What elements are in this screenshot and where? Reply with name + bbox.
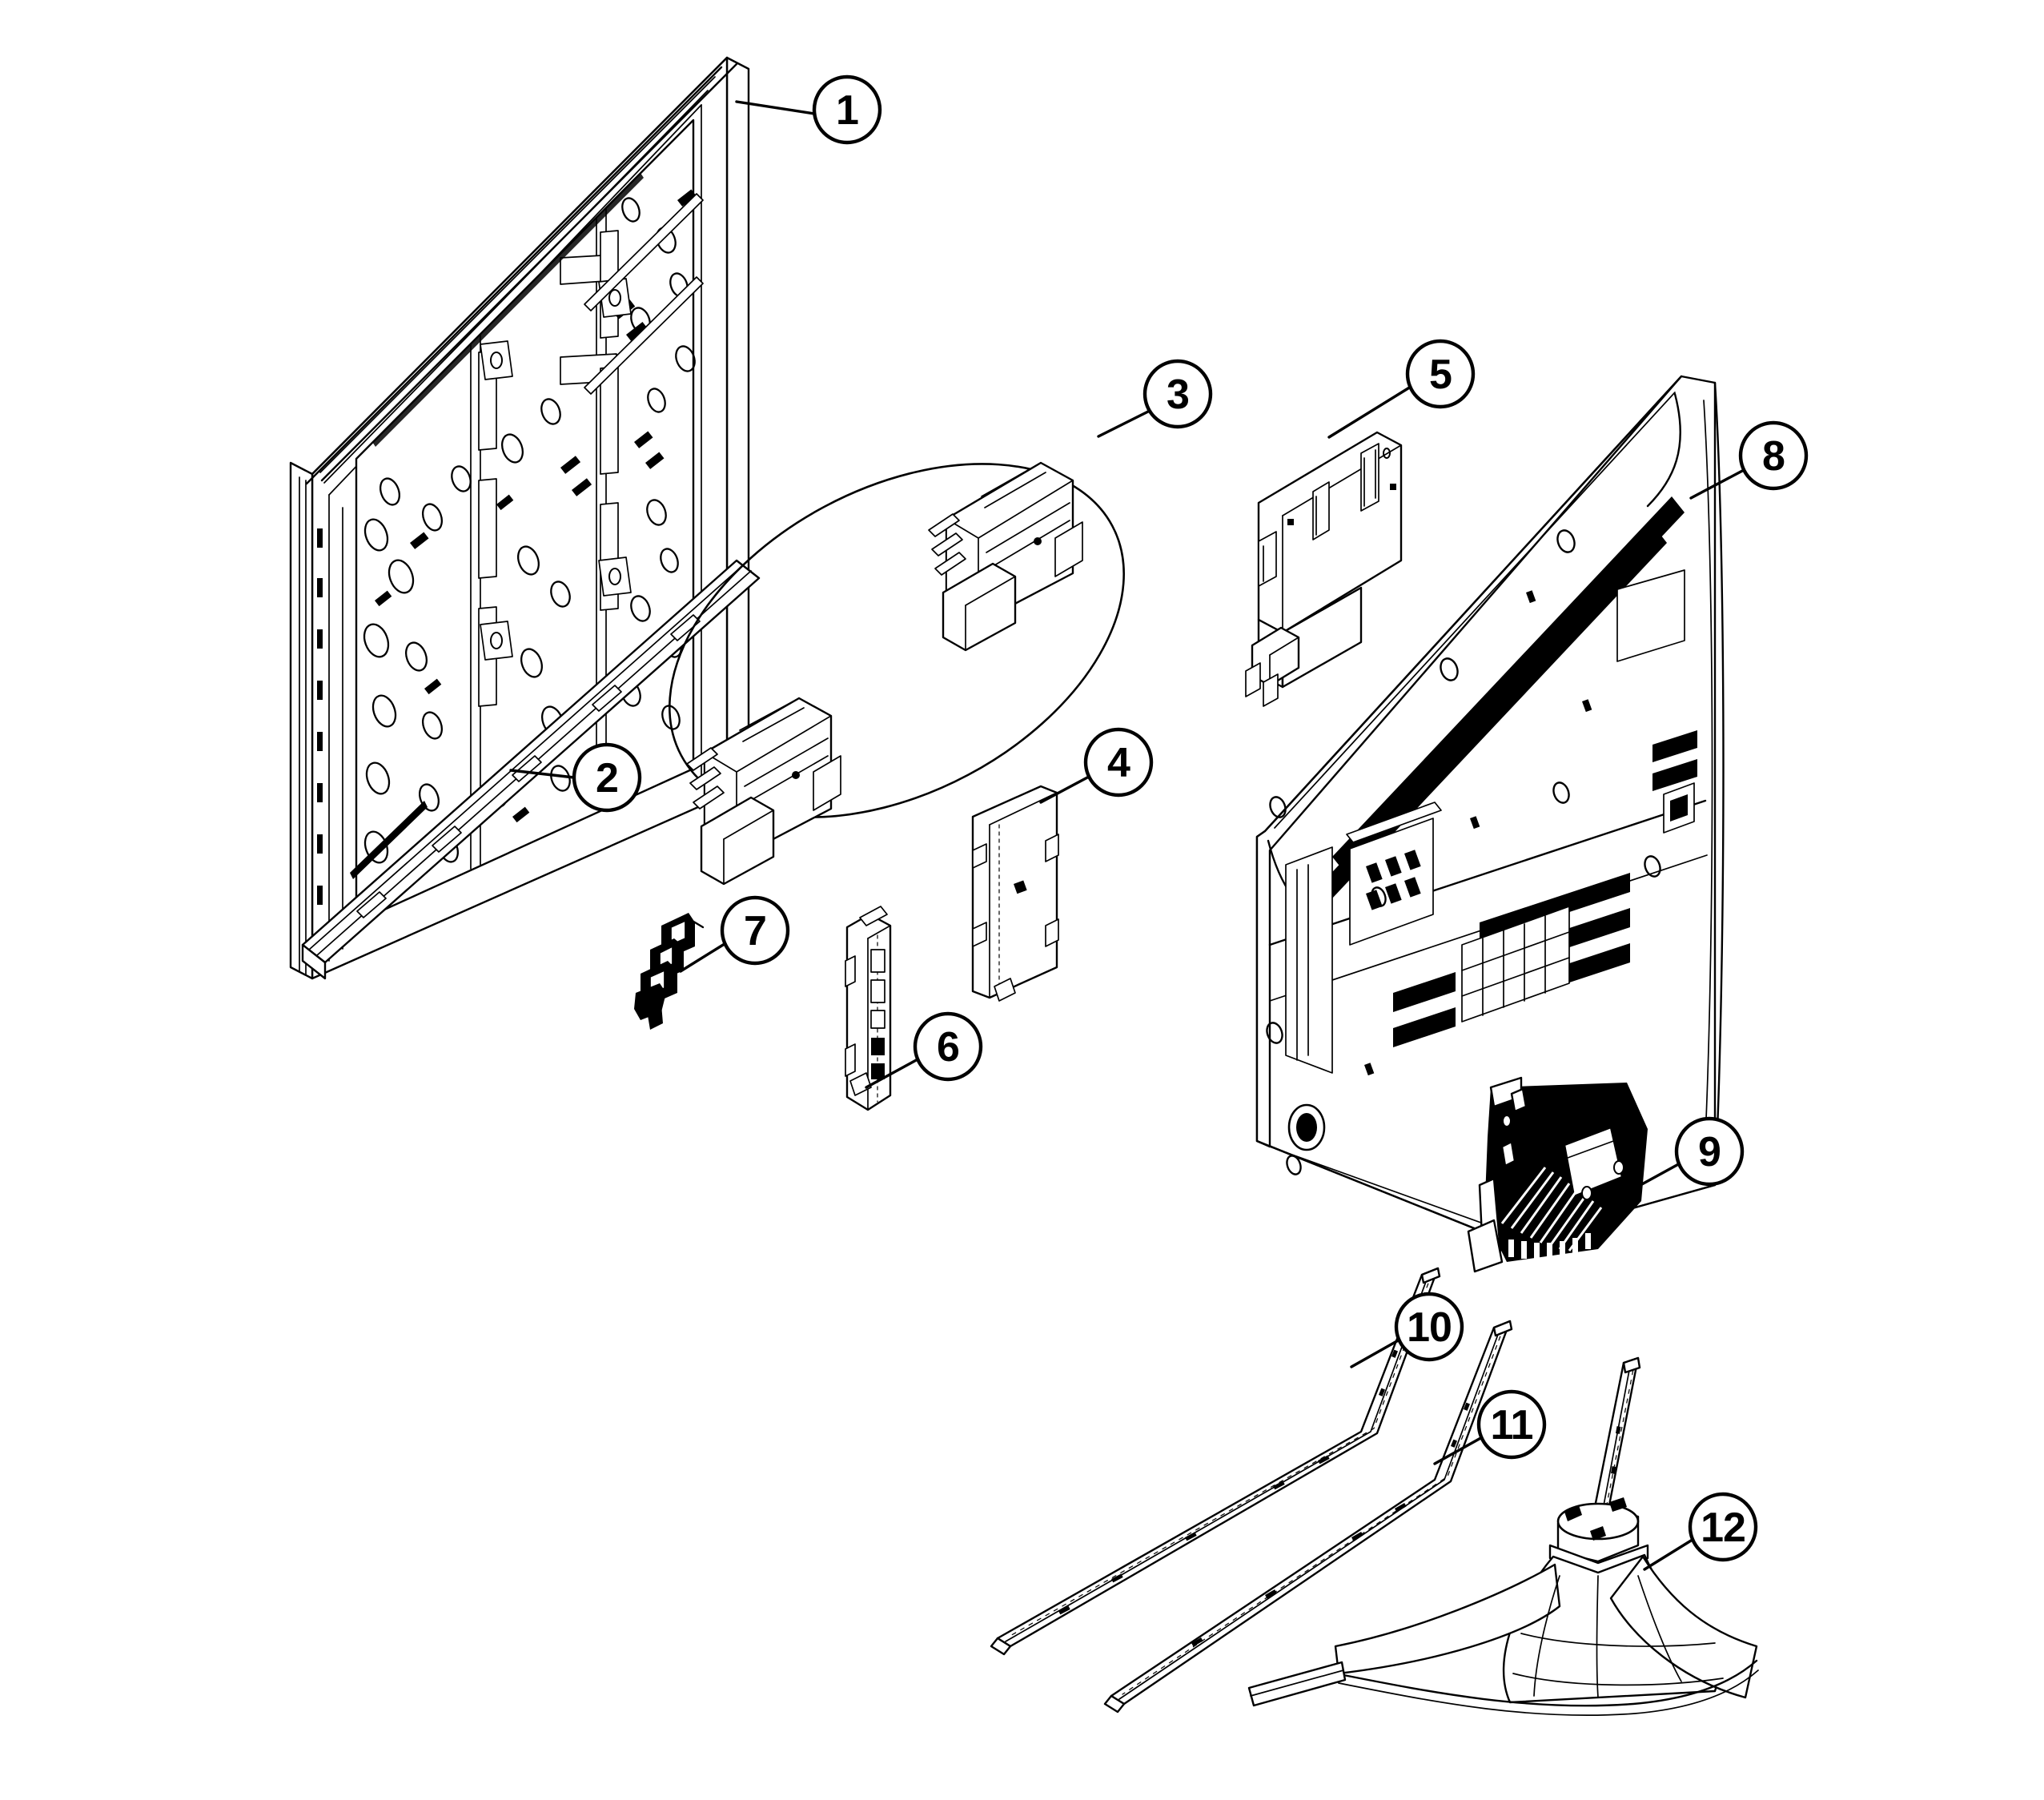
callout-bubble-9[interactable]: 9 xyxy=(1674,1116,1745,1187)
callout-circle-4[interactable] xyxy=(1083,727,1154,798)
trim-bar-clips xyxy=(356,614,701,918)
leader-9 xyxy=(1630,1161,1683,1191)
leader-7 xyxy=(679,941,729,973)
part-stand-leg-right xyxy=(1103,1320,1513,1714)
stand-neck-serration xyxy=(1508,1233,1591,1260)
callout-bubble-3[interactable]: 3 xyxy=(1142,359,1213,429)
callout-bubble-4[interactable]: 4 xyxy=(1083,727,1154,798)
callout-label-4: 4 xyxy=(1107,740,1130,786)
part-power-button-switch-assembly xyxy=(634,913,705,1030)
pcb-connectors xyxy=(1258,443,1379,587)
stand-neck-ribs xyxy=(1500,1167,1603,1252)
part-shield-plate xyxy=(971,785,1059,1002)
part-stand-base-pedestal xyxy=(1247,1497,1759,1717)
leader-2 xyxy=(509,769,576,779)
group-speaker-pair-oval xyxy=(669,463,1125,818)
callout-bubble-10[interactable]: 10 xyxy=(1394,1292,1464,1362)
leader-6 xyxy=(865,1057,921,1089)
callout-label-6: 6 xyxy=(937,1024,959,1071)
callout-circle-8[interactable] xyxy=(1738,420,1809,491)
speaker-pair-oval-outline xyxy=(669,463,1125,818)
callout-bubble-2[interactable]: 2 xyxy=(572,742,642,813)
leader-3 xyxy=(1097,409,1151,438)
callout-bubble-12[interactable]: 12 xyxy=(1688,1492,1758,1562)
cover-connector-bay xyxy=(1346,802,1442,946)
leader-4 xyxy=(1039,775,1090,804)
bracket-rail-slots xyxy=(870,949,885,1079)
part-speaker-module-upper xyxy=(928,461,1083,652)
panel-left-frame-notches xyxy=(317,528,323,905)
callout-label-8: 8 xyxy=(1762,433,1785,480)
callout-bubble-5[interactable]: 5 xyxy=(1405,339,1476,409)
cover-mounting-holes xyxy=(1266,529,1661,1175)
cover-screw-marks xyxy=(1364,590,1592,1076)
leader-11 xyxy=(1433,1435,1485,1465)
panel-bracket-tabs xyxy=(480,278,632,661)
part-vertical-bracket-rail xyxy=(845,906,892,1111)
callout-circle-7[interactable] xyxy=(720,895,790,966)
cover-side-recess xyxy=(1285,846,1333,1074)
callout-bubble-1[interactable]: 1 xyxy=(812,74,882,145)
stand-leg-right-joint-marks xyxy=(1191,1402,1471,1647)
callout-label-3: 3 xyxy=(1167,372,1189,418)
part-bottom-bezel-trim-bar xyxy=(301,559,761,980)
callout-leaders xyxy=(509,100,1747,1571)
callout-label-10: 10 xyxy=(1407,1304,1452,1351)
callout-bubble-8[interactable]: 8 xyxy=(1738,420,1809,491)
cover-port-square xyxy=(1663,782,1695,834)
part-main-pcb-board xyxy=(1245,431,1403,707)
leader-12 xyxy=(1643,1537,1697,1571)
callout-circle-12[interactable] xyxy=(1688,1492,1758,1562)
callout-label-7: 7 xyxy=(744,908,766,954)
cover-label-panel xyxy=(1616,569,1685,662)
callout-circle-2[interactable] xyxy=(572,742,642,813)
callout-circle-10[interactable] xyxy=(1394,1292,1464,1362)
callout-bubble-7[interactable]: 7 xyxy=(720,895,790,966)
leader-5 xyxy=(1327,385,1412,439)
callout-bubble-11[interactable]: 11 xyxy=(1476,1389,1547,1460)
callout-label-1: 1 xyxy=(836,87,858,134)
part-speaker-module-lower xyxy=(686,697,841,886)
stand-leg-left-joint-marks xyxy=(1058,1349,1399,1615)
cover-round-port xyxy=(1287,1103,1326,1151)
leader-8 xyxy=(1689,468,1747,500)
callout-circle-5[interactable] xyxy=(1405,339,1476,409)
callout-label-9: 9 xyxy=(1698,1129,1721,1175)
leader-10 xyxy=(1350,1337,1403,1368)
callout-circle-3[interactable] xyxy=(1142,359,1213,429)
callout-label-5: 5 xyxy=(1429,352,1452,398)
pcb-av-jack xyxy=(1245,626,1300,707)
callout-bubble-6[interactable]: 6 xyxy=(913,1011,983,1082)
callout-circle-9[interactable] xyxy=(1674,1116,1745,1187)
callout-circle-1[interactable] xyxy=(812,74,882,145)
cover-speaker-grille xyxy=(1461,906,1570,1023)
callout-label-2: 2 xyxy=(596,755,618,802)
callout-layer: 1 2 3 4 5 6 7 8 xyxy=(509,74,1809,1571)
callout-label-11: 11 xyxy=(1491,1402,1533,1448)
callout-label-12: 12 xyxy=(1701,1505,1745,1551)
callout-circle-6[interactable] xyxy=(913,1011,983,1082)
leader-1 xyxy=(735,100,816,115)
part-stand-neck-bracket xyxy=(1467,1076,1648,1273)
part-rear-back-cover xyxy=(1255,375,1725,1244)
callout-circle-11[interactable] xyxy=(1476,1389,1547,1460)
